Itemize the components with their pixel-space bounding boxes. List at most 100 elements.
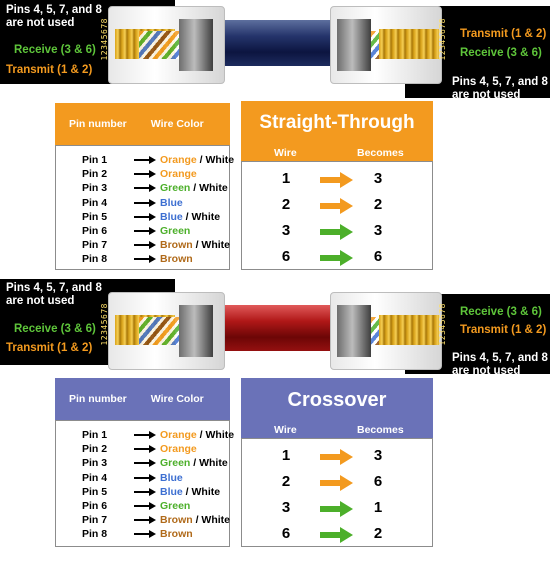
mapping-arrow-icon xyxy=(320,501,354,517)
crossover-pin-table-header: Pin number Wire Color xyxy=(55,378,230,420)
straight-mapping-subheader xyxy=(241,145,433,161)
pin-label: Pin 3 xyxy=(82,182,108,195)
mapping-becomes-number: 2 xyxy=(373,525,383,542)
wire-stripe-suffix: / White xyxy=(182,485,221,498)
mapping-becomes-number: 2 xyxy=(373,196,383,213)
arrow-right-icon xyxy=(132,458,160,468)
straight-col-becomes: Becomes xyxy=(357,147,404,159)
wire-stripe-suffix: / White xyxy=(182,210,221,223)
arrow-right-icon xyxy=(132,430,160,440)
straight-right-contacts xyxy=(379,29,439,59)
wire-color-label: Blue xyxy=(160,210,183,223)
arrow-right-icon xyxy=(132,515,160,525)
mapping-wire-number: 3 xyxy=(281,222,291,239)
mapping-arrow-icon xyxy=(320,449,354,465)
arrow-right-icon xyxy=(132,254,160,264)
straight-left-receive-label: Receive (3 & 6) xyxy=(14,44,96,56)
straight-left-unused-label: Pins 4, 5, 7, and 8 are not used xyxy=(6,4,102,29)
mapping-arrow-icon xyxy=(320,475,354,491)
pin-row: Pin 5 Blue / White xyxy=(82,485,272,499)
mapping-becomes-number: 3 xyxy=(373,222,383,239)
arrow-right-icon xyxy=(132,240,160,250)
arrow-right-icon xyxy=(132,183,160,193)
wire-stripe-suffix: / White xyxy=(196,154,235,166)
pin-label: Pin 5 xyxy=(82,485,108,498)
mapping-wire-number: 3 xyxy=(281,499,291,516)
arrow-right-icon xyxy=(132,501,160,511)
wire-color-label: Green xyxy=(160,182,191,195)
pin-label: Pin 5 xyxy=(82,210,108,223)
mapping-arrow-icon xyxy=(320,250,354,266)
arrow-right-icon xyxy=(132,169,160,179)
straight-col-wire: Wire xyxy=(274,147,297,159)
wire-stripe-suffix: / White xyxy=(192,239,231,252)
arrow-right-icon xyxy=(132,444,160,454)
pin-row: Pin 5 Blue / White xyxy=(82,210,272,224)
mapping-becomes-number: 3 xyxy=(373,447,383,464)
wire-color-label: Blue xyxy=(160,196,183,209)
wire-color-label: Orange xyxy=(160,443,197,456)
pin-label: Pin 8 xyxy=(82,528,108,541)
wire-color-label: Brown xyxy=(160,253,193,266)
mapping-wire-number: 2 xyxy=(281,473,291,490)
crossover-col-pin-number: Pin number xyxy=(69,393,127,405)
pin-label: Pin 6 xyxy=(82,225,108,237)
crossover-right-contacts xyxy=(379,315,439,345)
wire-stripe-suffix: / White xyxy=(192,514,231,527)
wire-color-label: Orange xyxy=(160,429,197,441)
pin-row: Pin 3 Green / White xyxy=(82,181,272,195)
mapping-wire-number: 2 xyxy=(281,196,291,213)
straight-col-wire-color: Wire Color xyxy=(150,118,204,130)
pin-label: Pin 2 xyxy=(82,443,108,456)
crossover-left-strain-relief xyxy=(179,305,213,357)
straight-pin-table-header: Pin number Wire Color xyxy=(55,103,230,145)
crossover-right-rj45-plug xyxy=(330,292,442,370)
straight-left-rj45-plug xyxy=(108,6,225,84)
straight-left-pin-digits: 12345678 xyxy=(100,18,109,61)
pin-label: Pin 7 xyxy=(82,514,108,527)
crossover-right-unused-label: Pins 4, 5, 7, and 8 are not used xyxy=(452,352,548,377)
arrow-right-icon xyxy=(132,529,160,539)
wire-stripe-suffix: / White xyxy=(190,182,228,195)
straight-right-receive-label: Receive (3 & 6) xyxy=(460,47,542,59)
straight-right-pin-digits: 12345678 xyxy=(438,18,447,61)
mapping-arrow-icon xyxy=(320,198,354,214)
mapping-wire-number: 6 xyxy=(281,248,291,265)
mapping-arrow-icon xyxy=(320,224,354,240)
straight-right-strain-relief xyxy=(337,19,371,71)
wire-color-label: Orange xyxy=(160,168,197,181)
crossover-right-strain-relief xyxy=(337,305,371,357)
wire-color-label: Blue xyxy=(160,485,183,498)
crossover-left-rj45-plug xyxy=(108,292,225,370)
straight-left-transmit-label: Transmit (1 & 2) xyxy=(6,64,93,76)
crossover-left-transmit-label: Transmit (1 & 2) xyxy=(6,342,93,354)
crossover-mapping-subheader xyxy=(241,422,433,438)
mapping-becomes-number: 6 xyxy=(373,248,383,265)
mapping-arrow-icon xyxy=(320,172,354,188)
crossover-left-pin-digits: 12345678 xyxy=(100,303,109,346)
arrow-right-icon xyxy=(132,487,160,497)
pin-row: Pin 2 Orange xyxy=(82,442,272,456)
straight-title: Straight-Through xyxy=(241,101,433,145)
wire-stripe-suffix: / White xyxy=(190,457,228,470)
arrow-right-icon xyxy=(132,226,160,236)
wire-color-label: Green xyxy=(160,500,191,512)
mapping-becomes-number: 6 xyxy=(373,473,383,490)
mapping-wire-number: 6 xyxy=(281,525,291,542)
pin-label: Pin 1 xyxy=(82,429,108,441)
arrow-right-icon xyxy=(132,155,160,165)
